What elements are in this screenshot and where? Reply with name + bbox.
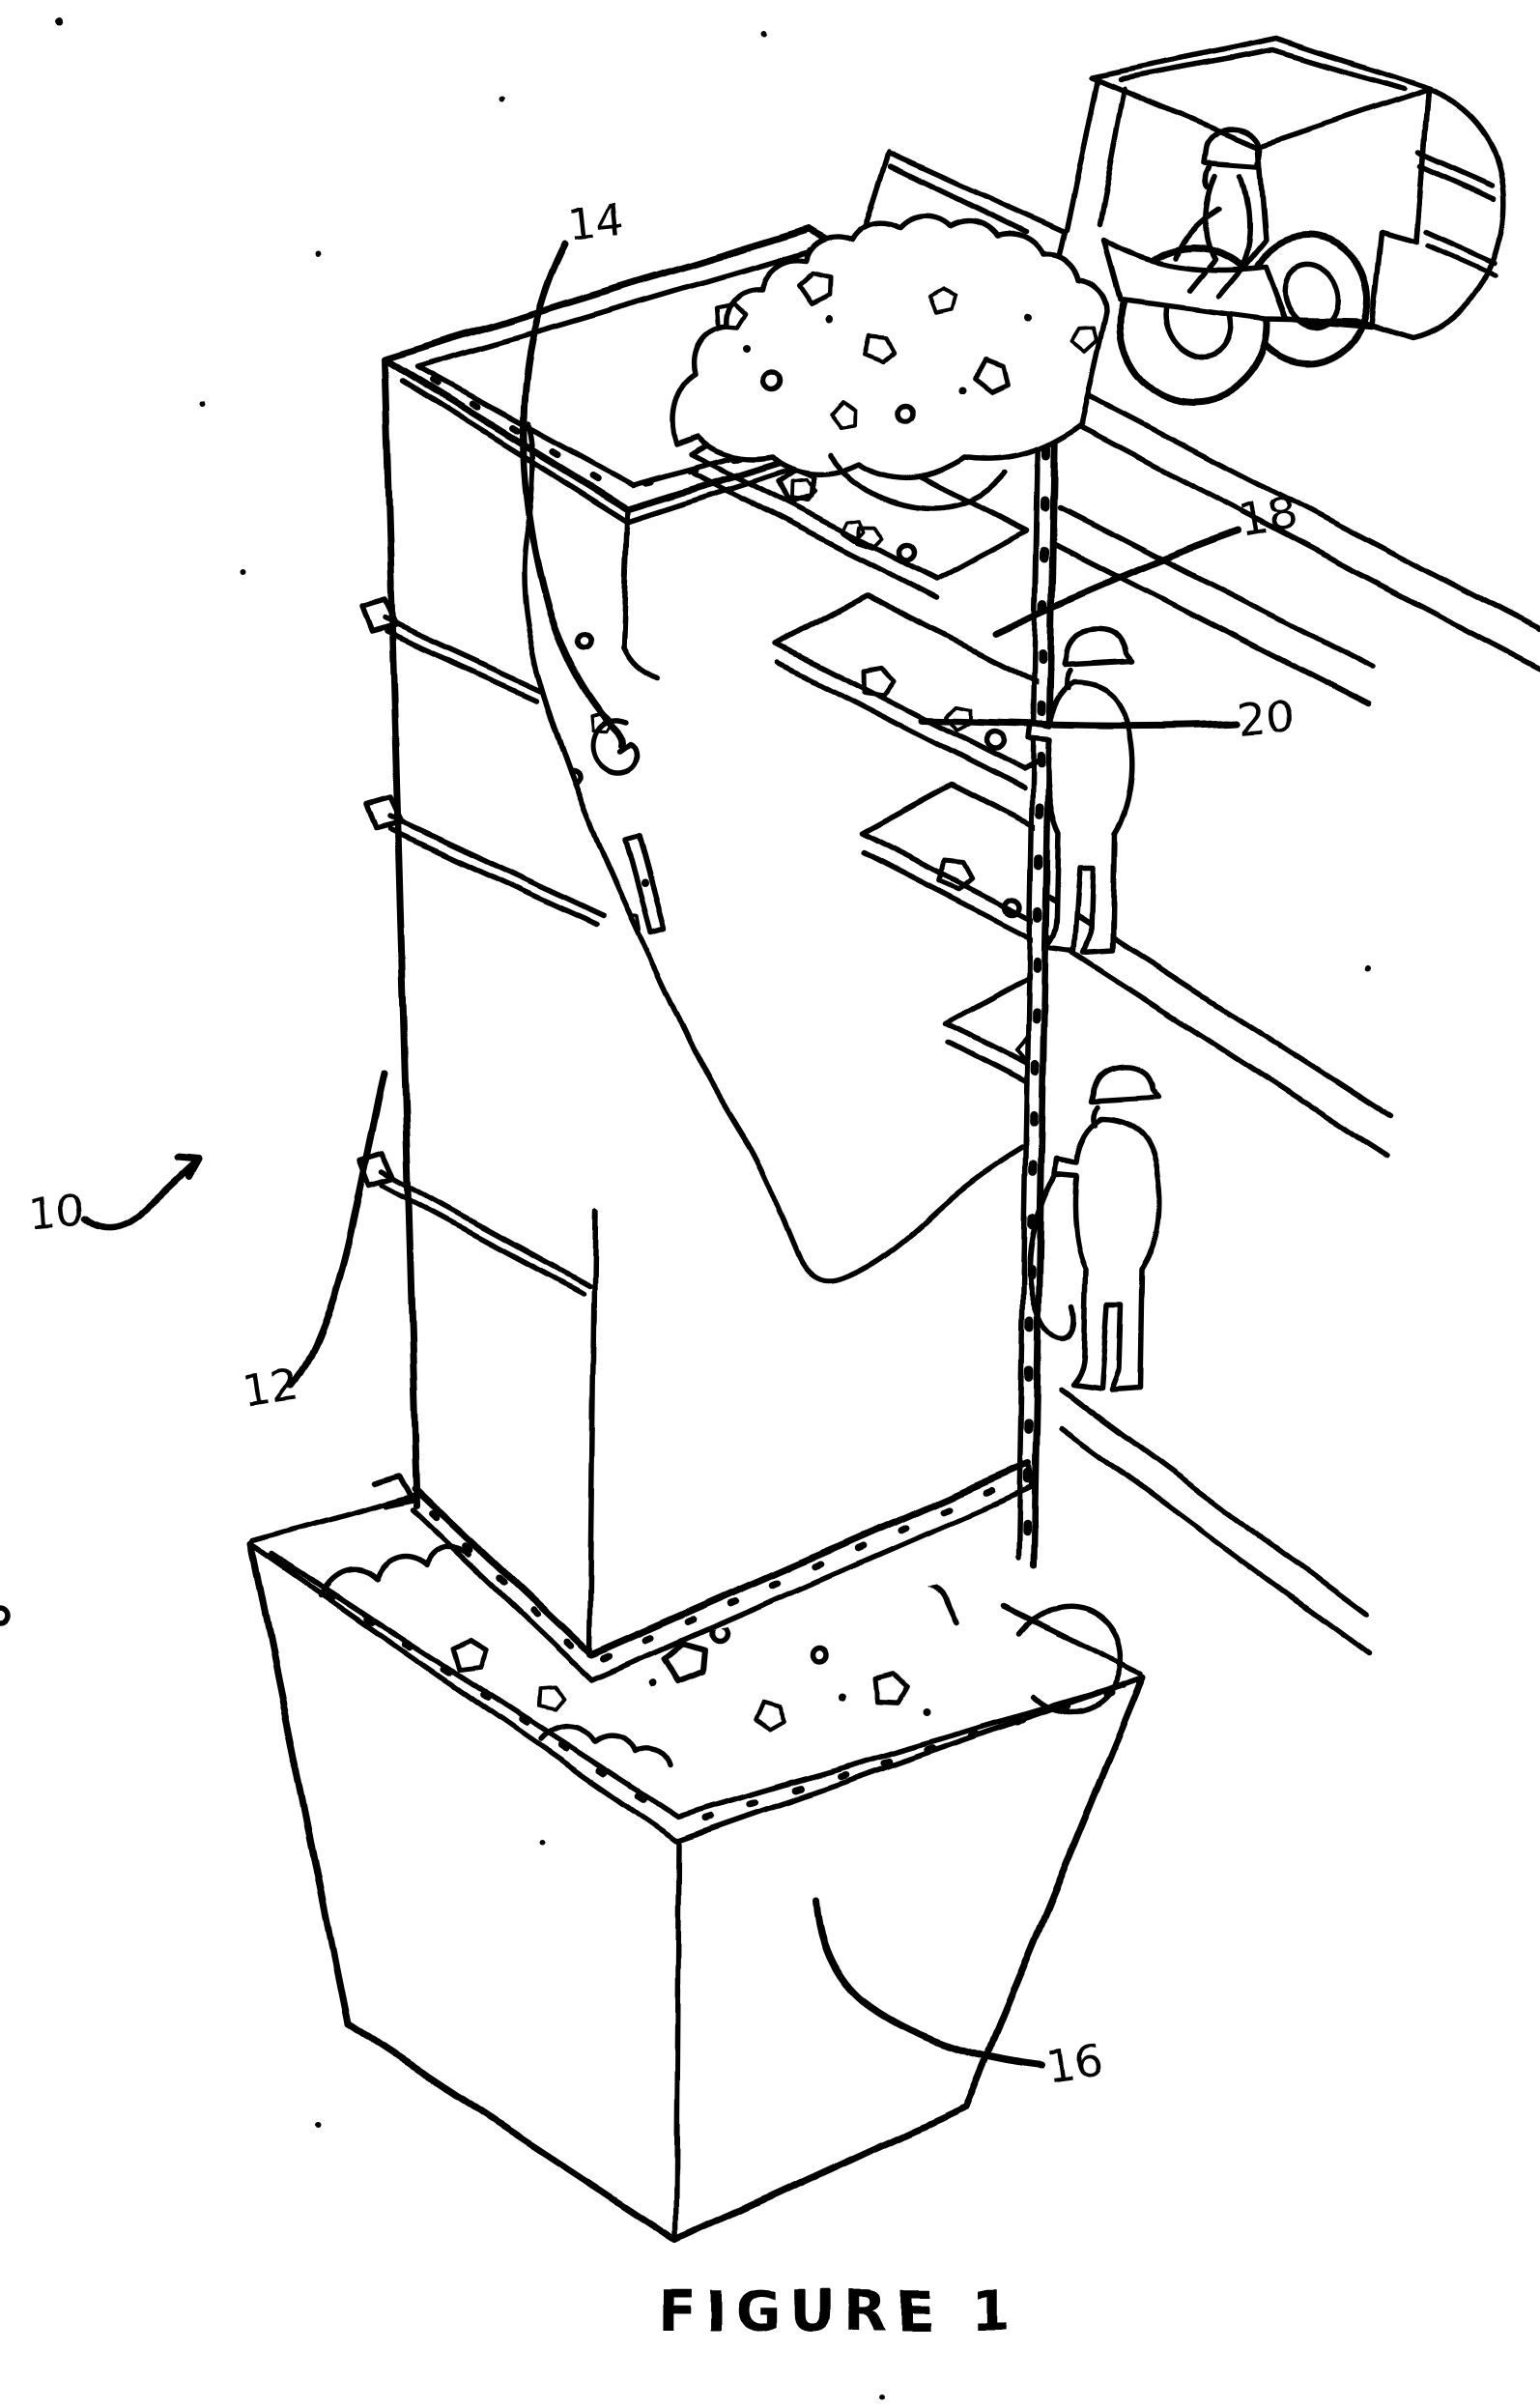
hard-hat-icon <box>1089 1064 1162 1104</box>
riveted-corner-post <box>1015 373 1060 1569</box>
hard-hat-icon <box>1062 627 1135 668</box>
reference-annotations: 14 18 20 10 12 16 <box>26 192 1300 2094</box>
ref-label-14: 14 <box>566 192 628 250</box>
ref-label-16: 16 <box>1043 2034 1106 2094</box>
ref-label-20: 20 <box>1236 689 1296 745</box>
loader-operator <box>1174 126 1263 293</box>
tower-bottom-flange <box>372 1459 1035 1682</box>
hose-loop <box>1026 1174 1077 1341</box>
cutaway-torn-edge <box>521 420 1025 1283</box>
leader-line-20 <box>919 717 1241 730</box>
worker-upper <box>1025 627 1136 956</box>
leader-line-18 <box>991 528 1242 637</box>
ref-label-10: 10 <box>26 1184 86 1240</box>
worker-lower <box>1026 1064 1163 1392</box>
figure-caption: FIGURE 1 <box>659 2279 1019 2344</box>
leader-line-16 <box>813 1898 1045 2070</box>
leader-line-12 <box>288 1071 388 1390</box>
scan-specks <box>56 17 1371 2399</box>
ref-label-18: 18 <box>1236 486 1300 547</box>
leader-arrow-10 <box>81 1158 201 1232</box>
ref-label-12: 12 <box>240 1358 302 1418</box>
stiffener-flanges <box>356 597 607 1296</box>
top-debris-pile <box>670 214 1110 511</box>
leader-line-14 <box>519 240 626 750</box>
collection-bin <box>0 1490 1147 2244</box>
floor-rails <box>1043 376 1540 1657</box>
